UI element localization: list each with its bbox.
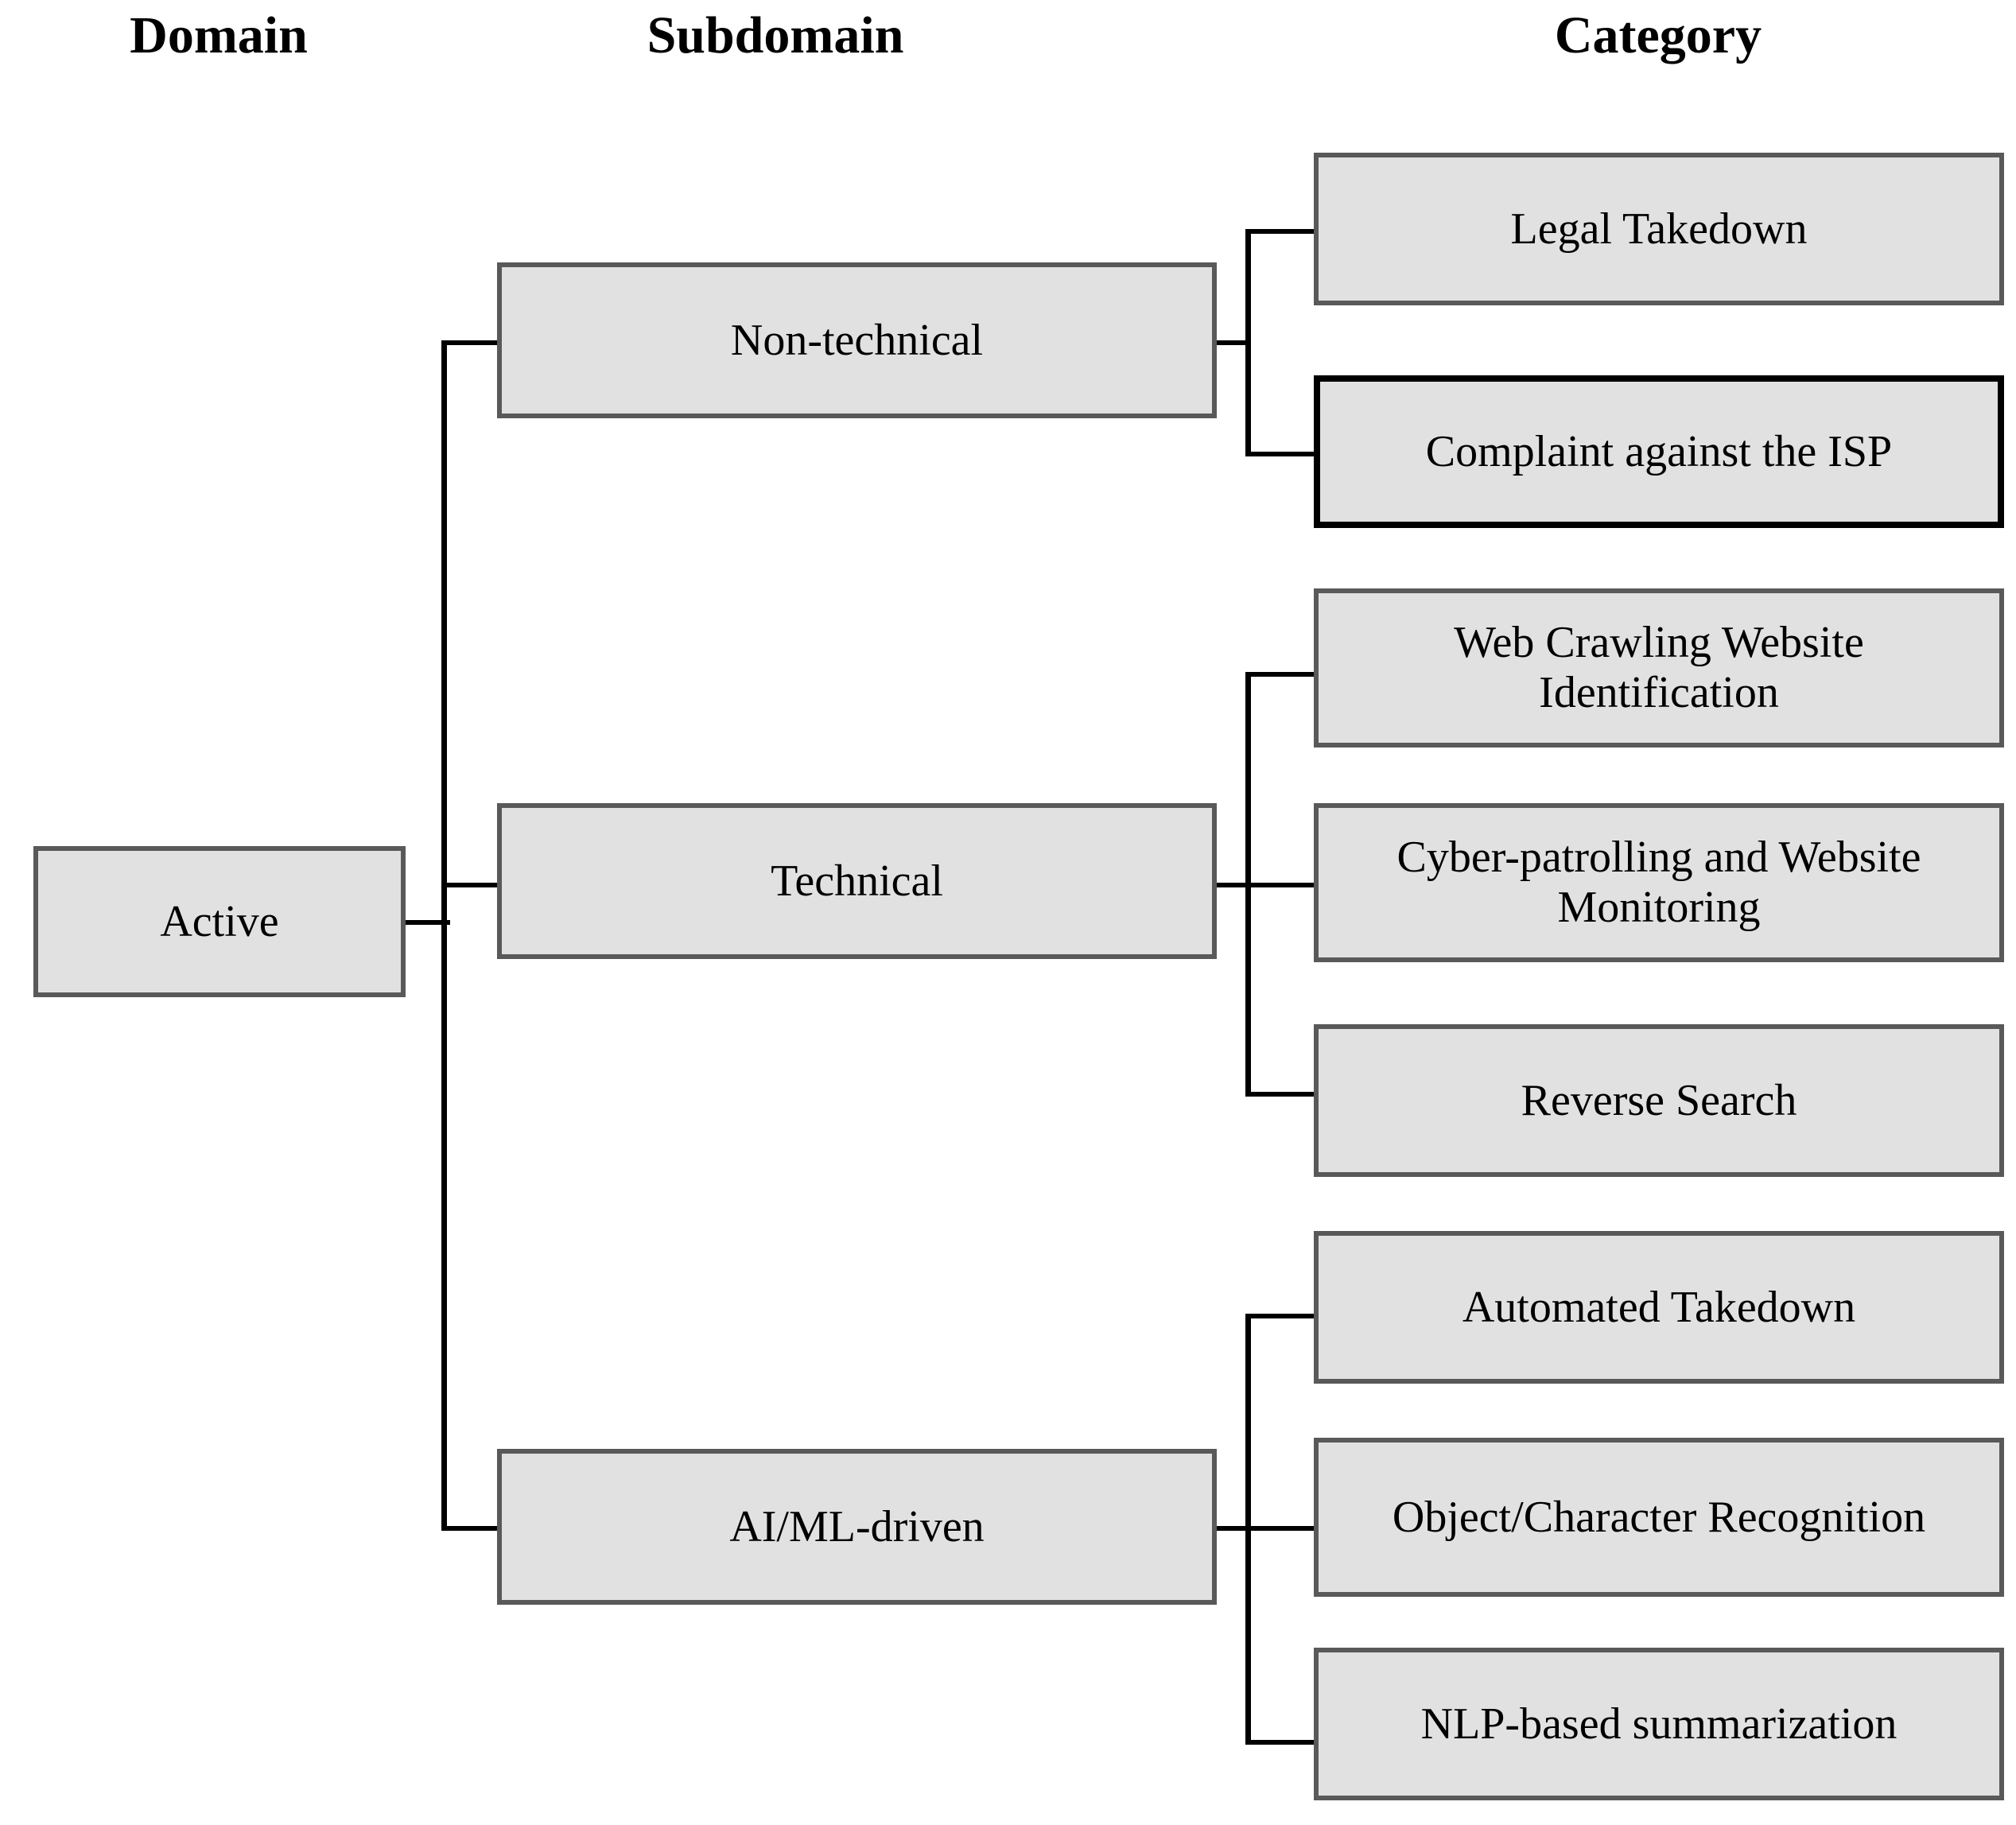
connector-to-object-character: [1245, 1526, 1317, 1531]
node-label: Complaint against the ISP: [1425, 426, 1893, 476]
connector-to-reverse-search: [1245, 1092, 1317, 1097]
connector-to-automated-takedown: [1245, 1314, 1317, 1318]
connector-to-web-crawling: [1245, 672, 1317, 677]
node-category-web-crawling-website-identification[interactable]: Web Crawling Website Identification: [1314, 588, 2004, 747]
node-label: AI/ML-driven: [729, 1501, 985, 1551]
node-label: Technical: [771, 856, 943, 906]
node-label: Web Crawling Website Identification: [1454, 618, 1864, 717]
connector-main-trunk: [441, 340, 447, 1528]
node-subdomain-technical[interactable]: Technical: [497, 803, 1217, 959]
connector-to-complaint-isp: [1245, 452, 1317, 456]
connector-trunk-to-aiml: [441, 1526, 502, 1531]
node-label: NLP-based summarization: [1420, 1699, 1898, 1749]
node-domain-active[interactable]: Active: [33, 846, 406, 997]
node-category-reverse-search[interactable]: Reverse Search: [1314, 1024, 2004, 1177]
node-category-cyber-patrolling-website-monitoring[interactable]: Cyber-patrolling and Website Monitoring: [1314, 803, 2004, 962]
column-header-domain: Domain: [130, 6, 308, 64]
node-label: Object/Character Recognition: [1392, 1492, 1926, 1542]
connector-to-cyber-patrolling: [1245, 883, 1317, 887]
node-category-object-character-recognition[interactable]: Object/Character Recognition: [1314, 1438, 2004, 1597]
node-category-nlp-based-summarization[interactable]: NLP-based summarization: [1314, 1648, 2004, 1800]
node-label: Reverse Search: [1521, 1075, 1797, 1125]
node-category-complaint-against-isp[interactable]: Complaint against the ISP: [1314, 375, 2004, 528]
node-label: Cyber-patrolling and Website Monitoring: [1396, 833, 1921, 932]
node-subdomain-ai-ml-driven[interactable]: AI/ML-driven: [497, 1449, 1217, 1605]
connector-to-legal-takedown: [1245, 229, 1317, 234]
connector-active-stub: [404, 920, 450, 925]
connector-nontechnical-stem: [1214, 340, 1250, 345]
connector-nontechnical-trunk: [1245, 229, 1251, 456]
connector-to-nlp-summarization: [1245, 1740, 1317, 1745]
column-header-category: Category: [1554, 6, 1762, 64]
connector-technical-stem: [1214, 883, 1250, 887]
node-label: Non-technical: [730, 315, 984, 365]
node-category-automated-takedown[interactable]: Automated Takedown: [1314, 1231, 2004, 1384]
node-label: Automated Takedown: [1462, 1282, 1856, 1332]
connector-trunk-to-nontechnical: [441, 340, 502, 345]
node-label: Legal Takedown: [1510, 204, 1808, 254]
node-label: Active: [160, 896, 279, 946]
connector-aiml-stem: [1214, 1526, 1250, 1531]
column-header-subdomain: Subdomain: [647, 6, 904, 64]
connector-trunk-to-technical: [441, 883, 502, 887]
node-subdomain-non-technical[interactable]: Non-technical: [497, 262, 1217, 418]
node-category-legal-takedown[interactable]: Legal Takedown: [1314, 153, 2004, 305]
